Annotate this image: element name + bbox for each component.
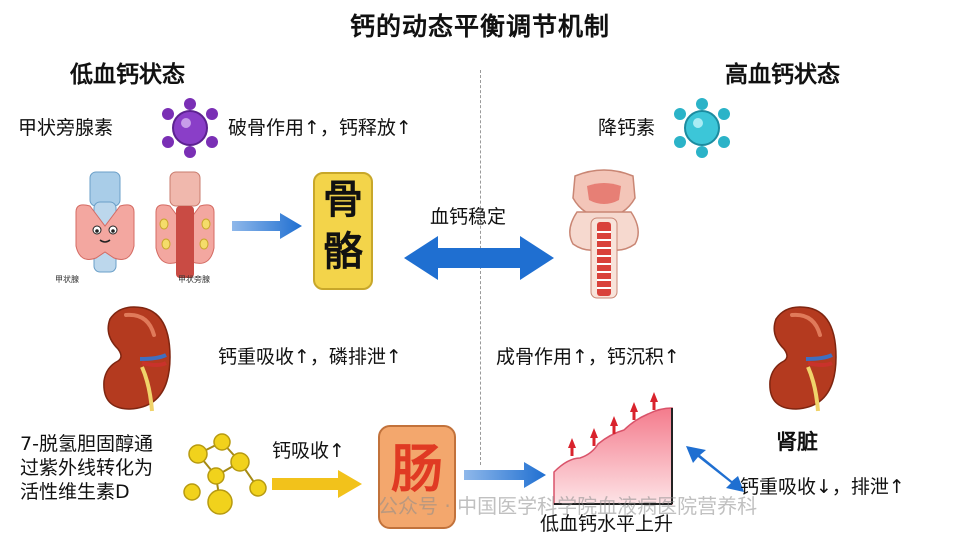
high-calcium-heading: 高血钙状态 [725,62,840,88]
arrow-to-bone [232,213,302,239]
thyroid-illustration [75,171,135,273]
watermark-text: 公众号 · 中国医学科学院血液病医院营养科 [378,494,758,518]
pth-label: 甲状旁腺素 [18,117,114,139]
bone-formation-text: 成骨作用↑，钙沉积↑ [496,346,680,368]
arrow-to-level-chart [464,462,546,488]
right-kidney-illustration [769,306,837,412]
kidney-exchange-double-arrow [686,446,744,492]
calcium-level-label: 低血钙水平上升 [540,513,674,535]
calcitonin-label: 降钙素 [598,117,656,139]
vitamin-d-line-2: 过紫外线转化为 [20,457,154,479]
vitamin-d-line-1: 7-脱氢胆固醇通 [20,433,153,455]
bone-glyph-bottom: 骼 [323,229,363,275]
left-kidney-illustration [103,306,171,412]
parathyroid-caption: 甲状旁腺 [178,275,210,284]
vitamin-d-line-3: 活性维生素D [20,481,130,503]
intestine-glyph: 肠 [390,440,443,500]
vitamin-d-text: 7-脱氢胆固醇通 过紫外线转化为 活性维生素D [20,432,153,504]
arrow-to-intestine [272,470,362,498]
kidney-label: 肾脏 [776,430,818,454]
bone-resorption-text: 破骨作用↑，钙释放↑ [228,117,412,139]
pth-molecule-icon [162,98,218,158]
calcitonin-molecule-icon [674,98,730,158]
bone-box [313,172,373,290]
intestine-box [378,425,456,529]
diagram-title: 钙的动态平衡调节机制 [349,12,610,41]
calcium-absorption-text: 钙吸收↑ [272,440,345,462]
parathyroid-illustration [155,171,215,278]
vitamin-d-molecule-icon [183,433,267,515]
kidney-excretion-text: 钙重吸收↓，排泄↑ [740,476,905,498]
calcium-stable-label: 血钙稳定 [430,206,507,228]
thyroid-c-cell-illustration [569,169,639,299]
low-calcium-heading: 低血钙状态 [70,62,185,88]
calcium-level-rise-illustration [553,392,673,505]
kidney-reabsorption-text: 钙重吸收↑，磷排泄↑ [218,346,402,368]
thyroid-caption: 甲状腺 [55,275,79,284]
bone-glyph-top: 骨 [323,177,363,223]
calcium-stable-double-arrow [404,236,554,280]
